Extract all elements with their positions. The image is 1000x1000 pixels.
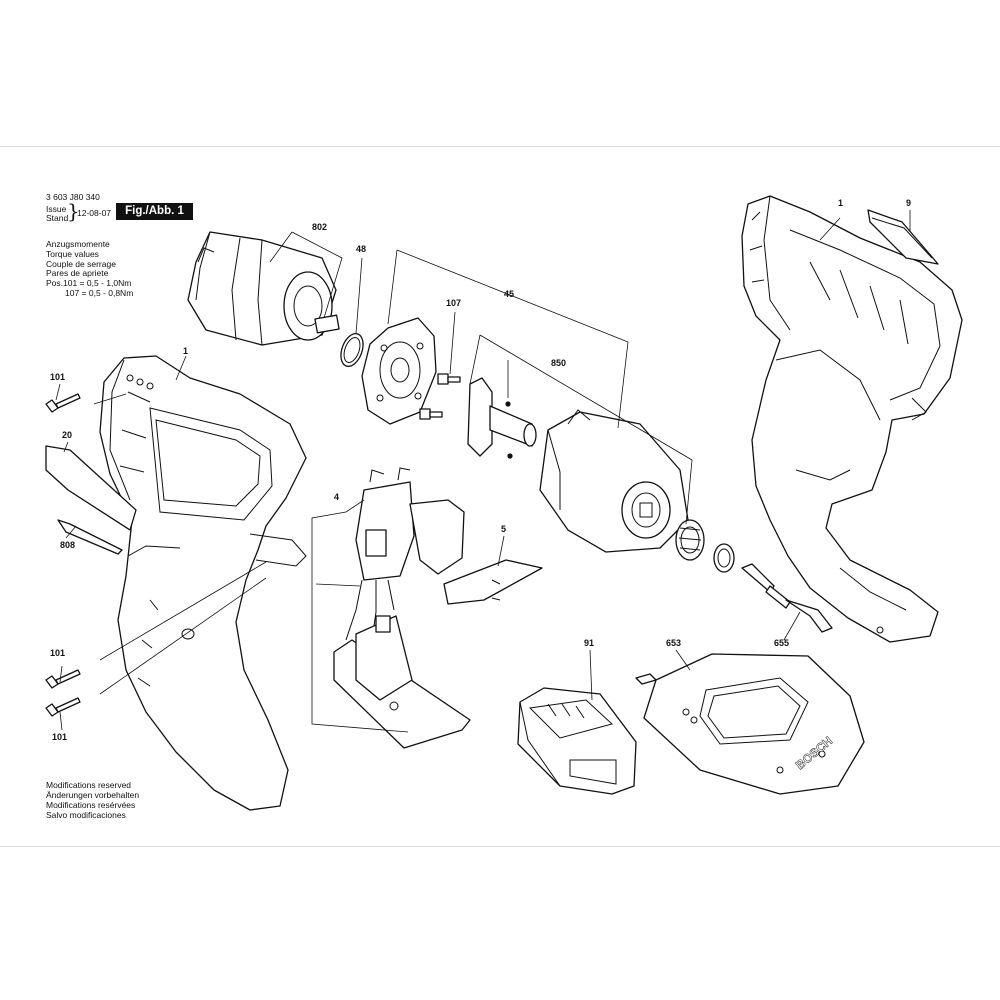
part-number-labels: 802 48 45 107 850 1 1 9 101 101 101 20 8… — [50, 198, 911, 742]
issue-date: 12-08-07 — [77, 208, 112, 218]
mod-line-2: Änderungen vorbehalten — [46, 790, 140, 800]
housing-right-1 — [741, 195, 963, 643]
leader-lines — [55, 210, 911, 733]
mod-line-3: Modifications resérvées — [46, 800, 136, 810]
sleeve-spring — [675, 519, 735, 573]
part-number: 3 603 J80 340 — [46, 192, 100, 202]
torque-values: Anzugsmomente Torque values Couple de se… — [46, 239, 134, 299]
torque-line-4: Pares de apriete — [46, 268, 109, 279]
gear-housing-45 — [539, 409, 689, 553]
bottom-divider — [0, 846, 1000, 847]
torque-row-101: Pos.101 = 0,5 - 1,0Nm — [46, 278, 132, 289]
mod-line-1: Modifications reserved — [46, 780, 132, 790]
label-850: 850 — [551, 358, 566, 368]
circuit-board-4 — [333, 615, 471, 749]
issue-label: Issue — [46, 204, 67, 214]
label-9: 9 — [906, 198, 911, 208]
label-101-top: 101 — [50, 372, 65, 382]
spindle-850 — [467, 377, 537, 459]
mod-line-4: Salvo modificaciones — [46, 810, 126, 820]
label-808: 808 — [60, 540, 75, 550]
slide-switch-5 — [443, 559, 543, 605]
charger-653: BOSCH — [635, 653, 865, 795]
torque-row-107: 107 = 0,5 - 0,8Nm — [65, 287, 134, 298]
label-653: 653 — [666, 638, 681, 648]
screws-101 — [45, 393, 81, 717]
label-4: 4 — [334, 492, 339, 502]
label-1-left: 1 — [183, 346, 188, 356]
gear-plate — [361, 317, 437, 425]
label-101-mid: 101 — [50, 648, 65, 658]
screws-107 — [419, 373, 461, 420]
figure-label: Fig./Abb. 1 — [116, 203, 193, 220]
label-48: 48 — [356, 244, 366, 254]
torque-line-2: Torque values — [46, 248, 99, 259]
label-91: 91 — [584, 638, 594, 648]
label-plate-20 — [45, 445, 137, 531]
label-plate-9 — [867, 209, 939, 265]
label-45: 45 — [504, 289, 514, 299]
label-5: 5 — [501, 524, 506, 534]
switch-4 — [345, 467, 465, 641]
motor-802 — [187, 231, 340, 346]
torque-line-1: Anzugsmomente — [46, 239, 110, 249]
label-802: 802 — [312, 222, 327, 232]
issue-brace: } — [67, 199, 80, 223]
label-101-bot: 101 — [52, 732, 67, 742]
screwdriver-bit-655 — [741, 563, 833, 633]
label-20: 20 — [62, 430, 72, 440]
housing-left-1 — [99, 355, 307, 811]
stand-label: Stand — [46, 213, 69, 223]
top-divider — [0, 146, 1000, 147]
battery-pack-91 — [517, 687, 637, 795]
torque-line-3: Couple de serrage — [46, 258, 116, 269]
label-1-right: 1 — [838, 198, 843, 208]
o-ring-48 — [340, 333, 364, 367]
label-107: 107 — [446, 298, 461, 308]
label-655: 655 — [774, 638, 789, 648]
modifications-note: Modifications reserved Änderungen vorbeh… — [46, 780, 139, 820]
